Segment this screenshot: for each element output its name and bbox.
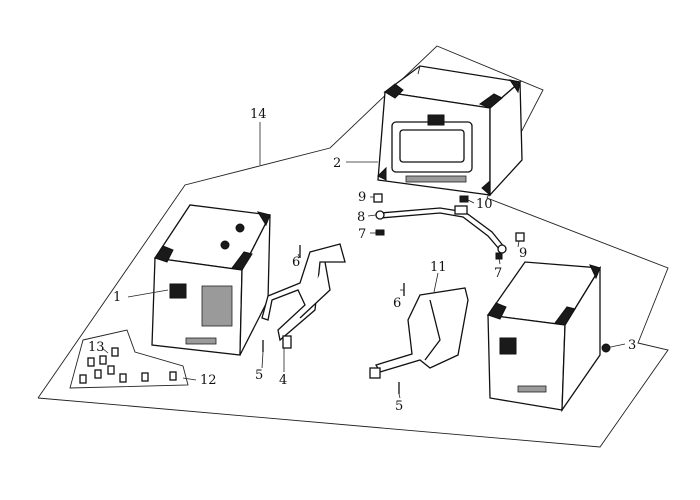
callout-3: 3 xyxy=(628,338,636,353)
callout-6-left: 6 xyxy=(292,255,300,270)
leader-lines xyxy=(101,122,626,399)
left-side-case xyxy=(151,204,271,356)
bolt-9-left xyxy=(373,193,383,203)
top-case xyxy=(377,65,523,197)
right-side-case xyxy=(486,261,611,413)
callout-12: 12 xyxy=(200,373,217,388)
bolt-7-left xyxy=(375,229,385,236)
rear-rack xyxy=(375,205,507,254)
callout-14: 14 xyxy=(250,107,267,122)
callout-7-left: 7 xyxy=(358,227,366,242)
callout-5-right: 5 xyxy=(395,399,403,414)
callout-2: 2 xyxy=(333,156,341,171)
callout-8: 8 xyxy=(357,210,365,225)
assembly-boundary xyxy=(37,45,669,448)
bolt-9-right xyxy=(515,232,525,242)
callout-9-right: 9 xyxy=(519,246,527,261)
callout-6-right: 6 xyxy=(393,296,401,311)
callout-10: 10 xyxy=(476,197,493,212)
callout-7-right: 7 xyxy=(494,266,502,281)
callout-9-left: 9 xyxy=(358,190,366,205)
callout-11: 11 xyxy=(430,260,447,275)
callout-1: 1 xyxy=(113,290,121,305)
callout-labels: 1 2 3 4 5 5 6 6 7 7 8 9 9 10 11 12 13 14 xyxy=(88,107,636,414)
hardware-kit xyxy=(69,329,189,389)
right-case-bracket xyxy=(369,287,469,379)
nut-10 xyxy=(459,195,469,203)
callout-13: 13 xyxy=(88,340,105,355)
callout-5-left: 5 xyxy=(255,368,263,383)
left-case-bracket xyxy=(261,243,346,349)
callout-4: 4 xyxy=(279,373,287,388)
